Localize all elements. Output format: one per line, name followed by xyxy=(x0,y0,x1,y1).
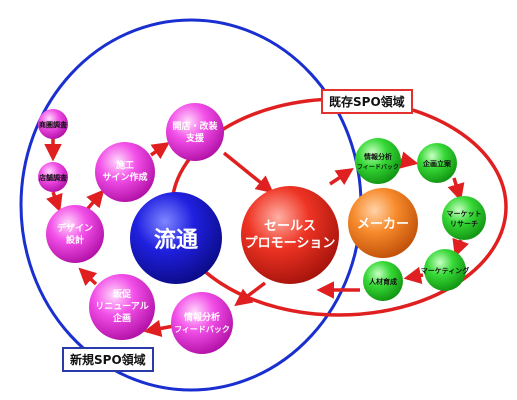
node-info-feedback-bottom: 情報分析 フィードバック xyxy=(171,292,233,354)
shopping-survey-label: 商圏調査 xyxy=(39,120,68,129)
construction-label-1: 施工 xyxy=(116,159,134,171)
node-design: デザイン 設計 xyxy=(46,205,104,263)
node-construction: 施工 サイン作成 xyxy=(95,142,155,202)
renewal-label-2: リニューアル xyxy=(95,301,149,312)
store-support-label-1: 開店・改装 xyxy=(172,120,218,132)
arrow-sales-to-info-top xyxy=(329,168,354,186)
info-bottom-label-1: 情報分析 xyxy=(183,311,220,323)
research-label-1: マーケット xyxy=(447,210,482,218)
maker-label: メーカー xyxy=(357,217,409,232)
store-support-label-2: 支援 xyxy=(185,132,205,144)
renewal-label-1: 販促 xyxy=(113,288,132,300)
node-sales-promotion: セールス プロモーション xyxy=(241,186,339,284)
arrow-sales-to-info-bottom xyxy=(234,281,267,307)
renewal-label-3: 企画 xyxy=(112,312,131,324)
node-maker: メーカー xyxy=(348,188,418,258)
node-store-support: 開店・改装 支援 xyxy=(166,103,224,161)
store-survey-label: 店舗調査 xyxy=(39,173,68,182)
arrow-renewal-to-design xyxy=(78,267,98,286)
node-marketing: マーケティング xyxy=(421,249,469,291)
arrow-construction-to-support xyxy=(150,142,170,160)
arrow-support-to-sales xyxy=(222,151,274,194)
node-hr-development: 人材育成 xyxy=(363,261,403,301)
node-planning: 企画立案 xyxy=(417,143,457,183)
info-bottom-label-2: フィードバック xyxy=(174,324,230,334)
info-top-label-2: フィードバック xyxy=(357,163,399,171)
arrow-planning-to-research xyxy=(447,177,465,202)
arrow-info-top-to-planning xyxy=(399,151,419,169)
node-market-research: マーケット リサーチ xyxy=(442,196,486,240)
existing-spo-region-label: 既存SPO領域 xyxy=(321,89,413,114)
planning-label: 企画立案 xyxy=(422,159,452,168)
node-store-survey: 店舗調査 xyxy=(38,162,68,192)
arrow-store-to-design xyxy=(46,191,63,213)
marketing-label: マーケティング xyxy=(421,266,469,275)
distribution-label: 流通 xyxy=(154,227,198,253)
new-spo-region-label: 新規SPO領域 xyxy=(62,347,154,372)
arrow-info-bottom-to-renewal xyxy=(143,319,175,338)
design-label-1: デザイン xyxy=(57,222,93,234)
sales-promo-label-2: プロモーション xyxy=(245,236,336,251)
node-info-feedback-top: 情報分析 フィードバック xyxy=(355,138,401,184)
info-top-label-1: 情報分析 xyxy=(364,152,392,161)
arrow-marketing-to-hr xyxy=(403,266,424,285)
sales-promo-label-1: セールス xyxy=(264,219,316,234)
arrow-research-to-marketing xyxy=(452,237,469,258)
node-renewal: 販促 リニューアル 企画 xyxy=(89,274,155,340)
hr-label: 人材育成 xyxy=(369,277,397,286)
node-distribution: 流通 xyxy=(130,192,222,284)
design-label-2: 設計 xyxy=(66,234,84,246)
node-shopping-survey: 商圏調査 xyxy=(38,109,68,139)
research-label-2: リサーチ xyxy=(450,220,478,228)
construction-label-2: サイン作成 xyxy=(102,171,147,183)
flow-arrows xyxy=(44,135,469,338)
